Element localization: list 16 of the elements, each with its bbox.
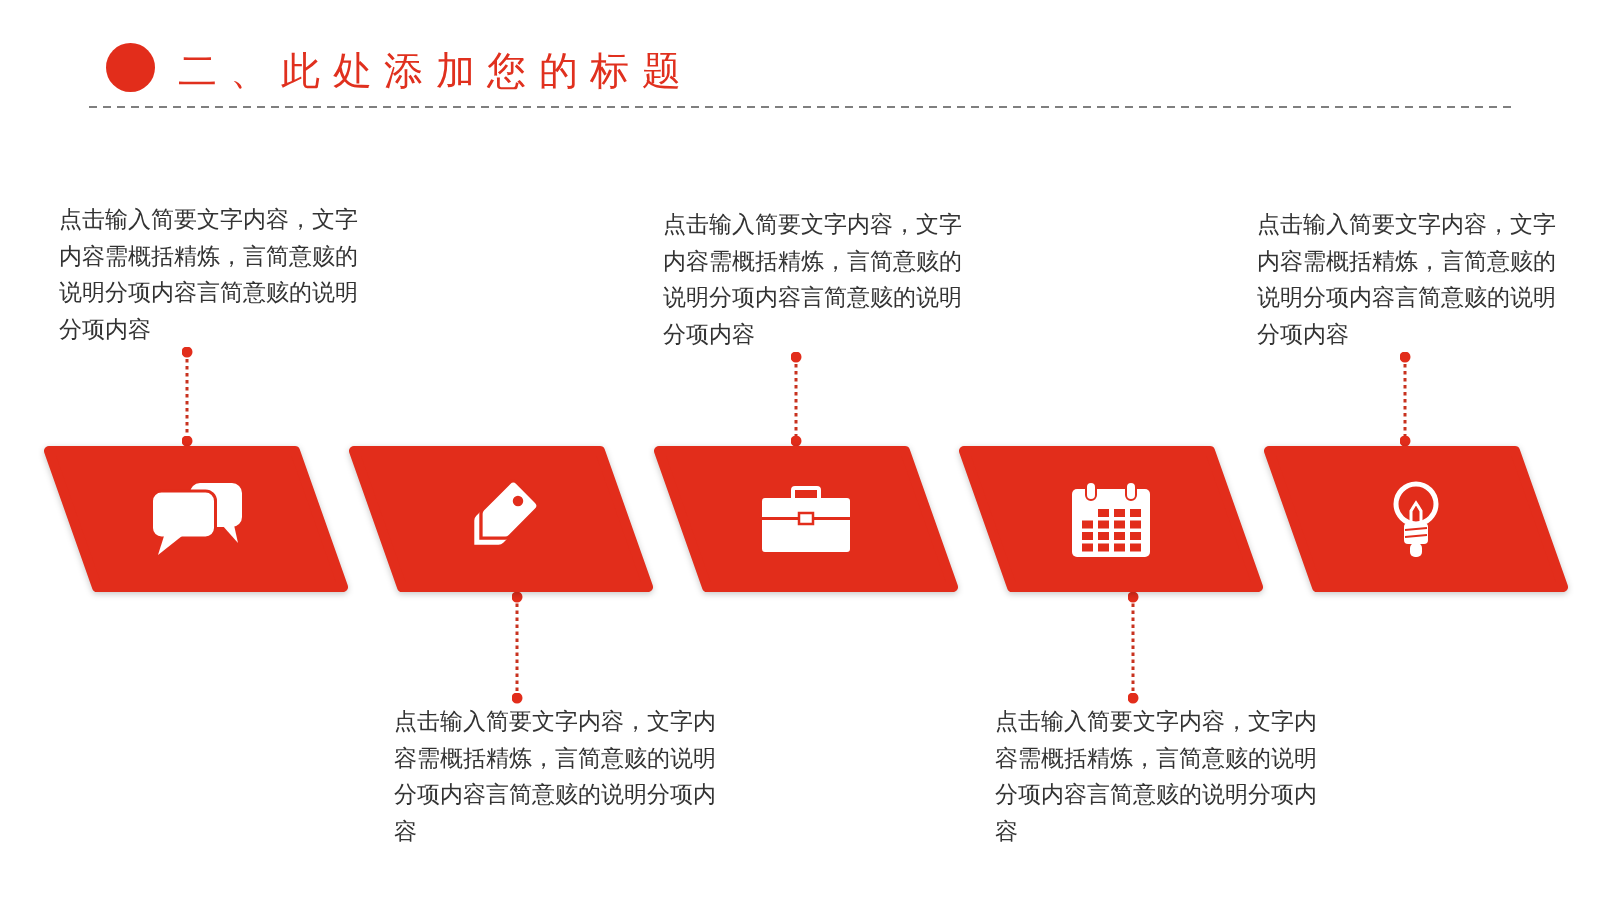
leader-line	[511, 591, 523, 704]
parallelogram-tile	[1264, 446, 1568, 592]
parallelogram-tile	[654, 446, 958, 592]
description-text: 点击输入简要文字内容，文字内容需概括精炼，言简意赅的说明分项内容言简意赅的说明分项内容	[663, 206, 968, 352]
description-text: 点击输入简要文字内容，文字内容需概括精炼，言简意赅的说明分项内容言简意赅的说明分项内容	[59, 201, 364, 347]
description-text: 点击输入简要文字内容，文字内容需概括精炼，言简意赅的说明分项内容言简意赅的说明分项内容	[394, 703, 724, 849]
parallelogram-tile	[349, 446, 653, 592]
leader-line	[790, 351, 802, 447]
leader-line	[1399, 351, 1411, 447]
leader-line	[181, 346, 193, 447]
slide-title: 二、此处添加您的标题	[178, 47, 693, 95]
leader-line	[1127, 591, 1139, 704]
description-text: 点击输入简要文字内容，文字内容需概括精炼，言简意赅的说明分项内容言简意赅的说明分项内容	[995, 703, 1325, 849]
parallelogram-tile	[959, 446, 1263, 592]
description-text: 点击输入简要文字内容，文字内容需概括精炼，言简意赅的说明分项内容言简意赅的说明分项内容	[1257, 206, 1562, 352]
parallelogram-tile	[44, 446, 348, 592]
